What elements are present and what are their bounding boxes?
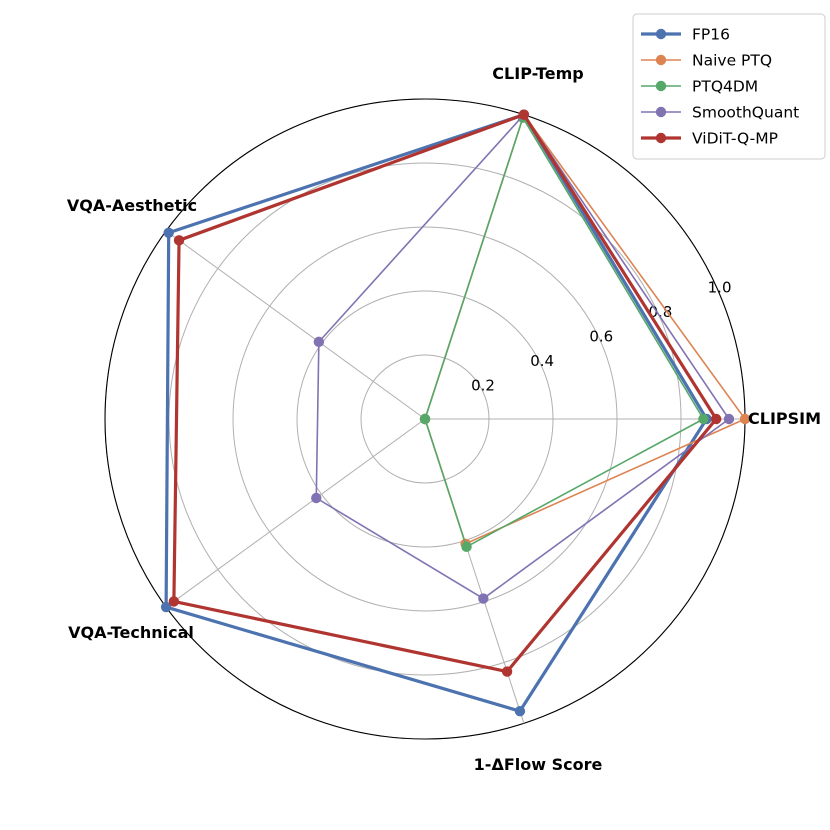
data-point: [501, 666, 513, 677]
radial-tick-label: 0.6: [589, 328, 613, 346]
axis-label: 1-ΔFlow Score: [474, 755, 603, 774]
data-point: [173, 235, 185, 246]
data-point: [313, 336, 325, 348]
axis-label: VQA-Aesthetic: [67, 196, 197, 215]
legend-label: SmoothQuant: [692, 104, 799, 122]
data-point: [419, 413, 431, 425]
legend-marker: [655, 28, 667, 40]
data-point: [739, 413, 751, 425]
series-line: [164, 113, 709, 713]
series-line: [172, 113, 718, 674]
radial-tick-label: 1.0: [708, 279, 732, 297]
legend-label: ViDiT-Q-MP: [692, 130, 778, 148]
axis-label: CLIPSIM: [748, 409, 821, 428]
data-point: [711, 413, 722, 425]
data-point: [514, 705, 526, 717]
data-point: [163, 227, 174, 238]
data-point: [518, 109, 530, 120]
series-fp16: [160, 109, 712, 717]
legend-marker: [655, 132, 667, 144]
legend-box: [632, 13, 826, 160]
series-line: [315, 113, 730, 600]
legend-item: Naive PTQ: [641, 52, 772, 70]
series-vidit-q-mp: [168, 109, 722, 677]
axis-label: VQA-Technical: [68, 623, 194, 642]
data-point: [311, 492, 322, 504]
legend-item: ViDiT-Q-MP: [641, 130, 778, 148]
data-point: [478, 593, 489, 604]
radial-tick-label: 0.2: [471, 377, 495, 395]
legend-label: FP16: [692, 26, 730, 44]
series-line: [424, 113, 746, 545]
legend-marker: [655, 54, 667, 66]
data-point: [160, 601, 172, 613]
data-point: [461, 541, 472, 553]
legend-item: PTQ4DM: [641, 78, 758, 96]
data-point: [723, 413, 735, 425]
radial-tick-label: 0.4: [530, 352, 554, 370]
data-point: [168, 596, 180, 607]
legend-marker: [655, 106, 667, 118]
radial-tick-labels: 0.20.40.60.81.0: [471, 279, 731, 395]
legend-item: FP16: [641, 26, 730, 44]
data-point: [698, 413, 709, 425]
legend-marker: [655, 80, 667, 92]
spoke-2: [165, 230, 426, 420]
legend-label: PTQ4DM: [692, 78, 758, 96]
legend-label: Naive PTQ: [692, 52, 772, 70]
legend-item: SmoothQuant: [641, 104, 799, 122]
series-layer: [160, 109, 751, 717]
axis-label: CLIP-Temp: [492, 64, 583, 83]
axis-labels: CLIPSIM CLIP-TempVQA-AestheticVQA-Technic…: [67, 64, 821, 774]
spoke-3: [165, 418, 426, 608]
